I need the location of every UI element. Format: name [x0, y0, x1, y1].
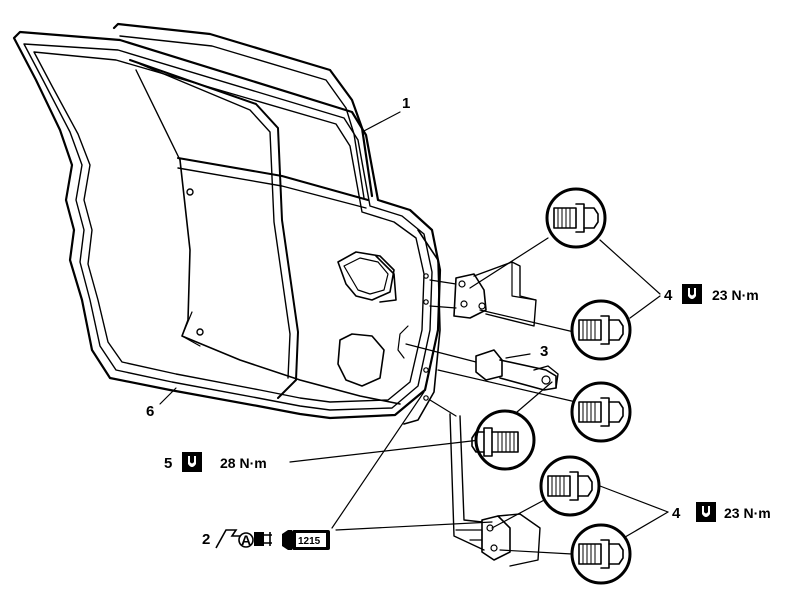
bolt-detail-upper-1: [545, 187, 607, 249]
bolt-detail-lower-2: [570, 523, 632, 585]
callout-3: 3: [540, 343, 548, 360]
torque-value-lower: 23 N·m: [724, 505, 771, 521]
sealant-tube-icon: 1215: [282, 530, 330, 550]
door-check-link: [405, 343, 559, 391]
bolt-detail-check-link-body: [471, 409, 536, 471]
torque-wrench-icon: [682, 284, 702, 304]
sealant-code: 1215: [298, 536, 321, 547]
callout-1: 1: [402, 95, 410, 112]
torque-value-upper: 23 N·m: [712, 287, 759, 303]
callout-5: 5: [164, 455, 172, 472]
upper-hinge: [429, 261, 537, 327]
torque-spec-lower: 23 N·m: [696, 502, 771, 522]
torque-spec-check-link: 28 N·m: [182, 452, 267, 472]
door-weatherstrip: [12, 30, 442, 420]
grease-symbol-letter: A: [241, 532, 251, 548]
torque-value-check-link: 28 N·m: [220, 455, 267, 471]
callout-6: 6: [146, 403, 154, 420]
leader-lines: [159, 111, 669, 555]
bolt-detail-upper-2: [570, 299, 632, 361]
grease-gun-icon: A: [215, 529, 272, 549]
torque-spec-upper: 23 N·m: [682, 284, 759, 304]
bolt-detail-lower-1: [539, 455, 601, 517]
callout-2: 2: [202, 531, 210, 548]
torque-wrench-icon: [182, 452, 202, 472]
callout-4-lower: 4: [672, 505, 681, 522]
callout-4-upper: 4: [664, 287, 673, 304]
door-frame: [112, 22, 441, 425]
lower-hinge: [429, 399, 541, 567]
bolt-detail-check-link: [570, 381, 632, 443]
torque-wrench-icon: [696, 502, 716, 522]
